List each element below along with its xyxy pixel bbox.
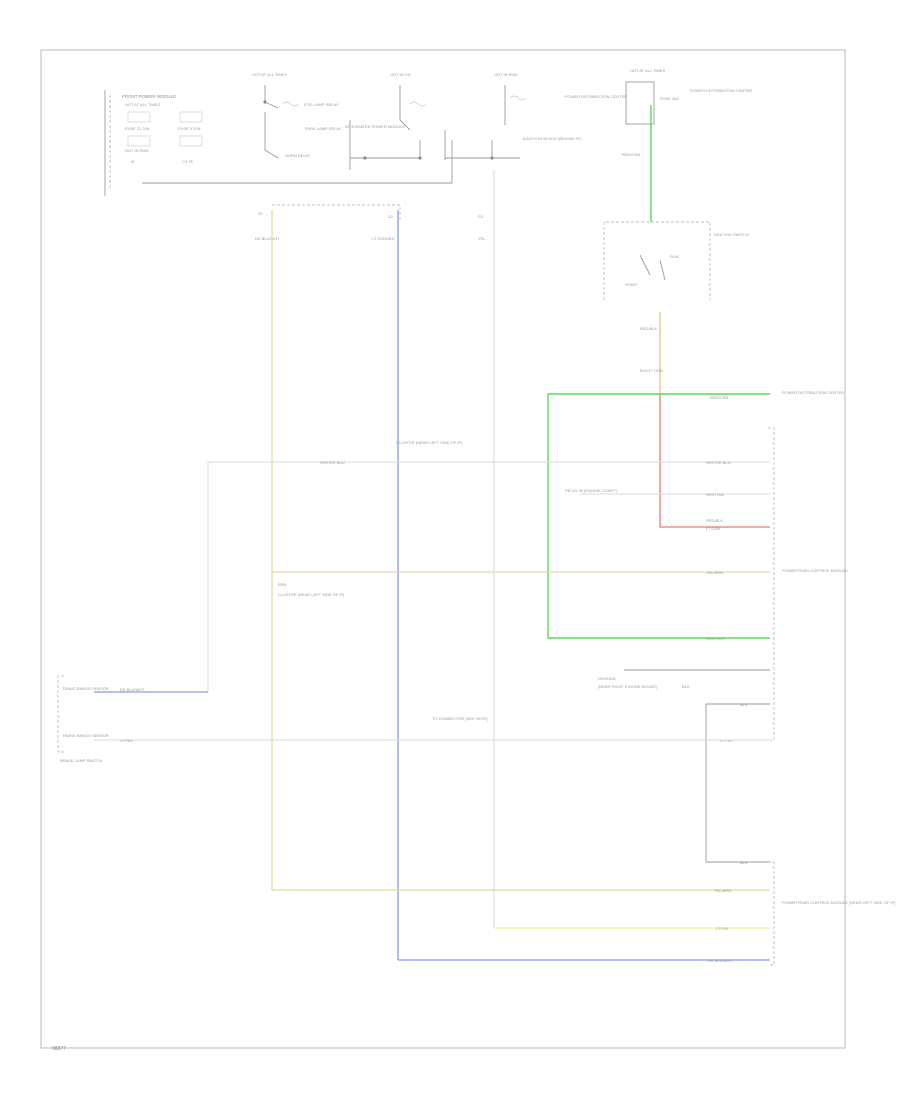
mid-wire-label: WHT/DK BLU xyxy=(320,460,345,465)
mid-label: CLUSTER (NEAR LEFT SIDE OF IP) xyxy=(396,440,463,445)
ground-return-wire xyxy=(705,703,770,863)
module-right-label: POWER DISTRIBUTION CENTER xyxy=(690,88,752,93)
hot-right-label: HOT AT ALL TIMES xyxy=(630,68,665,73)
wire-b-label: BLK/LT GRN xyxy=(640,368,663,373)
conn-5-label: RED/GRN xyxy=(706,636,725,641)
ground-area: GROUND (NEAR RIGHT ENGINE MOUNT) BLK BLK… xyxy=(598,669,770,863)
fuse-symbol xyxy=(127,135,151,147)
diagram-code: 98877 xyxy=(52,1046,66,1052)
left-connector-bracket xyxy=(57,675,64,753)
pcm-connector-bracket xyxy=(768,427,775,741)
top-splice-line xyxy=(272,204,401,222)
conn-2-label: WHT/TAN xyxy=(706,492,724,497)
left-wire-2: LT/YEL xyxy=(120,738,134,743)
ground-note: (NEAR RIGHT ENGINE MOUNT) xyxy=(598,684,658,689)
fuse-block-c3: FUSE 5 20A xyxy=(178,126,201,131)
switch-contact xyxy=(659,259,666,281)
switch-pos-2: START xyxy=(625,282,638,287)
fuse-right-label: FUSE 40A xyxy=(660,96,679,101)
relay-coil xyxy=(409,101,427,107)
pcm-label: POWERTRAIN CONTROL MODULE xyxy=(782,568,848,573)
conn-3b-label: LT GRN xyxy=(706,526,720,531)
pcm-connector: WHT/DK BLU WHT/TAN RED/BLK LT GRN POWERT… xyxy=(706,427,848,741)
ground-label: GROUND xyxy=(598,676,616,681)
diagram-frame xyxy=(40,49,846,1049)
left-conn-1: TRANS RANGE SENSOR xyxy=(62,686,109,691)
conn-4-label: YEL/BRN xyxy=(706,570,723,575)
center-label: TO CONNECTOR (SEE NOTE) xyxy=(432,716,489,721)
fuse-box xyxy=(625,81,655,125)
hot-label-3: HOT IN RUN xyxy=(494,72,517,77)
fuse-block-c1: HOT AT ALL TIMES xyxy=(125,102,160,107)
fuse-block-area: FRONT POWER MODULE HOT AT ALL TIMES FUSE… xyxy=(104,72,627,196)
top-label-3: YEL xyxy=(478,236,486,241)
module-center-label: POWER DISTRIBUTION CENTER xyxy=(565,94,627,99)
relay-label-2: HORN RELAY xyxy=(285,153,311,158)
green-dest-wire: RED/GRN xyxy=(710,395,729,400)
bot-conn-2: YEL/BRN xyxy=(714,888,731,893)
ignition-switch-area: HOT AT ALL TIMES FUSE 40A POWER DISTRIBU… xyxy=(603,68,752,395)
splice-3: S3 xyxy=(478,214,484,219)
wht-dkblu-wire xyxy=(207,461,770,692)
red-wire xyxy=(659,395,770,528)
bus-line xyxy=(142,140,453,184)
green-dest-label: POWER DISTRIBUTION CENTER xyxy=(782,390,844,395)
left-connector-area: TRANS RANGE SENSOR TRANS RANGE SENSOR BR… xyxy=(57,675,770,763)
relay-contact xyxy=(399,119,411,131)
orange-left-label: BRN xyxy=(278,582,287,587)
relay-contact xyxy=(264,149,279,159)
fuse-label-x: 15 xyxy=(130,159,135,164)
conn-3-label: RED/BLK xyxy=(706,518,723,523)
bot-conn-4: DK BLU/WHT xyxy=(708,958,733,963)
conn-1-label: WHT/DK BLU xyxy=(706,460,731,465)
relay-contact xyxy=(264,101,279,109)
fuse-block-header: FRONT POWER MODULE xyxy=(122,94,176,99)
conn-6-label: BLK xyxy=(740,702,748,707)
ign-module-label: INTEGRATED POWER MODULE xyxy=(345,124,405,129)
relay-label-1: FOG LAMP RELAY xyxy=(304,102,339,107)
fuse-block-c2: FUSE 21 20A xyxy=(125,126,150,131)
switch-pos-1: RUN xyxy=(670,254,679,259)
fuse-symbol xyxy=(179,135,203,147)
top-label-1: DK BLU/WHT xyxy=(255,236,280,241)
splice-area: S1 S2 S3 DK BLU/WHT LT GRN/BLK YEL xyxy=(255,204,486,241)
fuse-symbol xyxy=(127,111,151,123)
bottom-pcm-connector: BLK YEL/BRN LT/YEL DK BLU/WHT POWERTRAIN… xyxy=(272,860,896,966)
fuse-label-y: C3 7E xyxy=(182,159,193,164)
relay-label-3: PARK LAMP RELAY xyxy=(305,126,342,131)
left-wire-1: DK BLU/WHT xyxy=(120,687,145,692)
fuse-symbol xyxy=(179,111,203,123)
green-wire-loop xyxy=(547,393,770,639)
junction-block-label: JUNCTION BLOCK (BEHIND IP) xyxy=(522,136,581,141)
green-wire-label: RED/GRN xyxy=(622,152,641,157)
switch-contact xyxy=(639,254,651,276)
fuse-block-c4: HOT IN RUN xyxy=(125,148,148,153)
bot-module-label: POWERTRAIN CONTROL MODULE (NEAR LEFT SID… xyxy=(782,900,896,905)
relay-coil xyxy=(282,101,300,107)
bot-conn-3: LT/YEL xyxy=(716,926,730,931)
relay-coil xyxy=(509,95,527,101)
splice-node xyxy=(363,156,367,160)
wire-a-label: RED/BLK xyxy=(640,326,657,331)
splice-1: S1 xyxy=(258,211,264,216)
relay-node xyxy=(263,100,267,104)
left-module: BRAKE LAMP SWITCH xyxy=(60,758,102,763)
switch-box xyxy=(603,221,711,300)
hot-label-2: HOT IN ON xyxy=(390,72,411,77)
hot-label-1: HOT AT ALL TIMES xyxy=(252,72,287,77)
bot-conn-1: BLK xyxy=(740,860,748,865)
orange-left-label-2: CLUSTER (NEAR LEFT SIDE OF IP) xyxy=(278,592,345,597)
green-loop: RED/GRN POWER DISTRIBUTION CENTER xyxy=(547,390,844,639)
blk-label: BLK xyxy=(682,684,690,689)
top-label-2: LT GRN/BLK xyxy=(372,236,395,241)
left-conn-2: TRANS RANGE SENSOR xyxy=(62,733,109,738)
switch-label: IGNITION SWITCH xyxy=(714,232,749,237)
bottom-connector-bracket xyxy=(768,861,775,966)
relay-box-label: RELAY IN (ENGINE COMPT) xyxy=(565,488,618,493)
splice-2: S2 xyxy=(388,214,394,219)
